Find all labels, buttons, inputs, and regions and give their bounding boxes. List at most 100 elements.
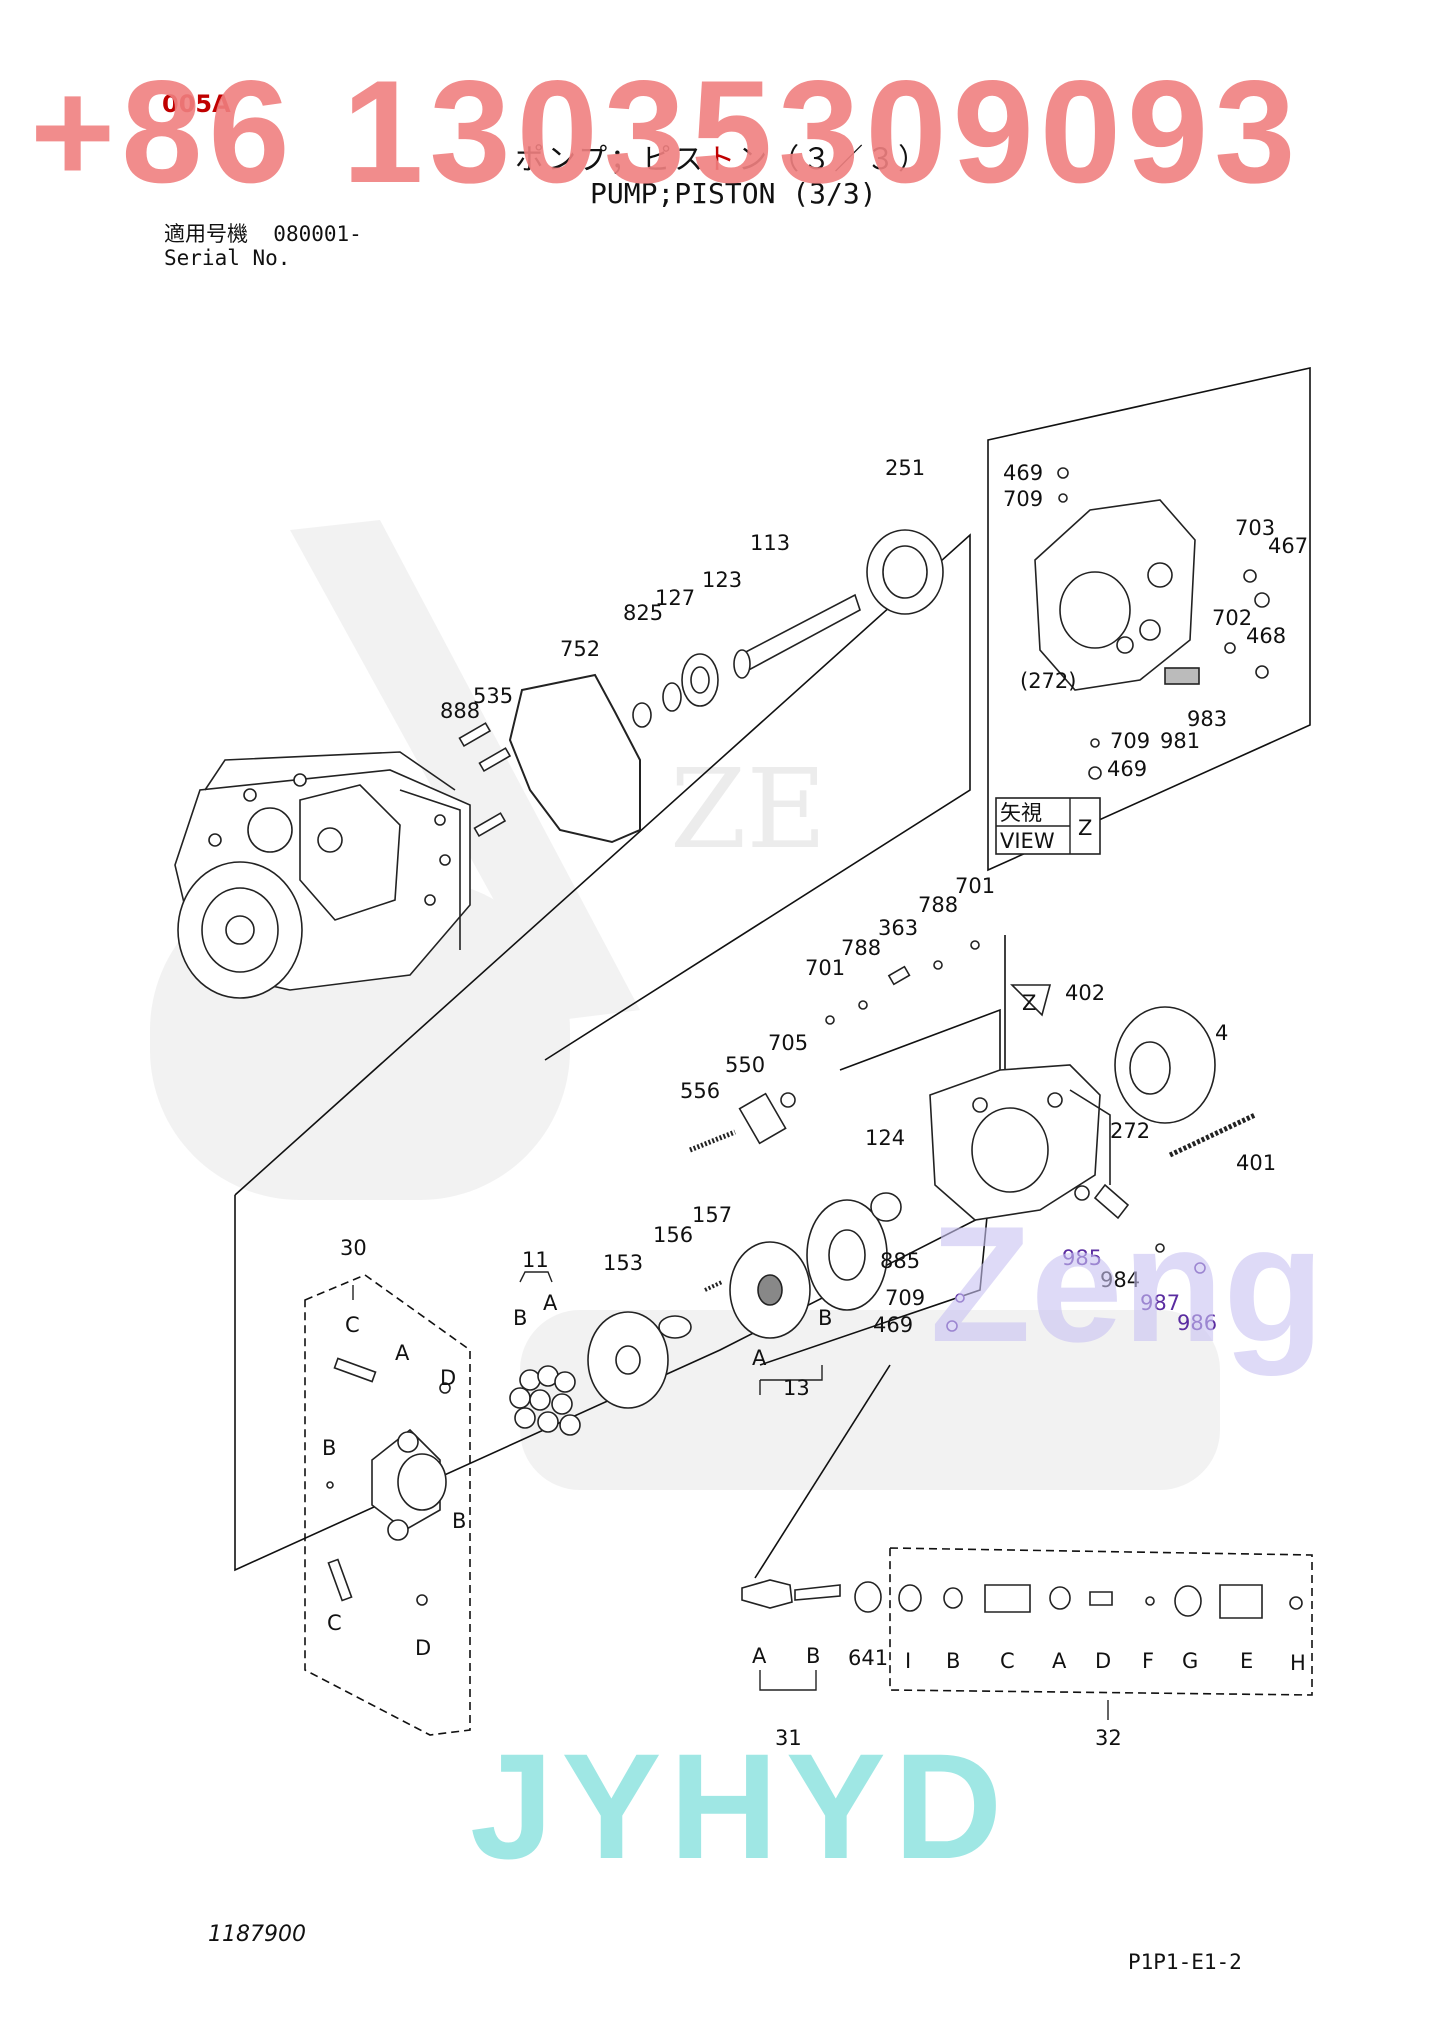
callout-157: 157 (692, 1203, 732, 1227)
title-jp-part-c: ン（３／３） (738, 142, 931, 176)
callout-272: 272 (1110, 1119, 1150, 1143)
callout-888: 888 (440, 699, 480, 723)
watermark-phone: +86 13035309093 (30, 50, 1302, 213)
callout-32-b: B (946, 1649, 960, 1673)
watermark-ze: ZE (670, 745, 827, 873)
callout-709: 709 (885, 1286, 925, 1310)
callout-11-b: B (513, 1306, 527, 1330)
small-parts (326, 467, 1270, 1606)
callout-752: 752 (560, 637, 600, 661)
callout-30: 30 (340, 1236, 367, 1260)
callout-156: 156 (653, 1223, 693, 1247)
view-z-housing (1034, 499, 1200, 691)
callout-13-b: B (818, 1306, 832, 1330)
callout-788a: 788 (841, 936, 881, 960)
callout-30-c1: C (345, 1313, 360, 1337)
leader-31 (754, 1364, 891, 1579)
callout-31-b: B (806, 1644, 820, 1668)
callout-113: 113 (750, 531, 790, 555)
main-housing-272 (929, 1064, 1111, 1221)
end-cover-4 (1114, 1006, 1216, 1124)
callout-32-i: I (905, 1649, 911, 1673)
callout-view-469b: 469 (1107, 757, 1147, 781)
callout-825: 825 (623, 601, 663, 625)
serial-value: 080001- (273, 222, 362, 246)
callout-556: 556 (680, 1079, 720, 1103)
callout-view-272: (272) (1020, 669, 1076, 693)
callout-30-a: A (395, 1341, 410, 1365)
regulator-parts (741, 1579, 1303, 1619)
bracket-lines (352, 1271, 1109, 1720)
callout-view-709a: 709 (1003, 487, 1043, 511)
callout-363: 363 (878, 916, 918, 940)
callout-z-arrow: Z (1022, 991, 1036, 1015)
swash-assembly-30 (327, 1357, 447, 1602)
callout-32-d: D (1095, 1649, 1111, 1673)
callout-701b: 701 (955, 874, 995, 898)
callout-13: 13 (783, 1376, 810, 1400)
cover-251 (866, 529, 944, 615)
serial-label-jp: 適用号機 (164, 222, 248, 246)
callout-701a: 701 (805, 956, 845, 980)
view-z-label-jp: 矢視 (1000, 801, 1042, 825)
gasket-752 (508, 673, 641, 844)
callout-251: 251 (885, 456, 925, 480)
callout-30-b1: B (322, 1436, 336, 1460)
callout-31-a: A (752, 1644, 767, 1668)
bolts-888-535 (458, 722, 512, 838)
callout-13-a: A (752, 1346, 767, 1370)
bolt-401 (1168, 1112, 1257, 1158)
callout-30-b2: B (452, 1509, 466, 1533)
callout-30-d1: D (440, 1366, 456, 1390)
document-code: 005A (162, 90, 231, 118)
view-z-letter: Z (1078, 816, 1092, 840)
part-callouts: 251 113 123 127 825 752 888 535 469 709 … (322, 456, 1308, 1750)
serial-block: 適用号機 080001- Serial No. (164, 222, 362, 270)
callout-31: 31 (775, 1726, 802, 1750)
group-32-box (889, 1547, 1313, 1696)
callout-127: 127 (655, 586, 695, 610)
pump-assembly-drawing (174, 751, 471, 999)
callout-32-f: F (1142, 1649, 1154, 1673)
z-arrow (1010, 984, 1052, 1017)
callout-11: 11 (522, 1248, 549, 1272)
callout-view-467: 467 (1268, 534, 1308, 558)
watermark-jyhyd: JYHYD (470, 1722, 1011, 1890)
callout-124: 124 (865, 1126, 905, 1150)
group-30-box (304, 1274, 471, 1736)
callout-705: 705 (768, 1031, 808, 1055)
callout-885: 885 (880, 1249, 920, 1273)
callout-535: 535 (473, 684, 513, 708)
callout-view-702: 702 (1212, 606, 1252, 630)
footer-right-code: P1P1-E1-2 (1128, 1950, 1242, 1974)
rotating-group (587, 1192, 902, 1409)
watermark-zeng: Zeng (930, 1192, 1325, 1376)
callout-view-709b: 709 (1110, 729, 1150, 753)
callout-402: 402 (1065, 981, 1105, 1005)
callout-985: 985 (1062, 1246, 1102, 1270)
callout-984: 984 (1100, 1268, 1140, 1292)
callout-123: 123 (702, 568, 742, 592)
title-japanese: ポンプ；ピストン（３／３） (515, 136, 930, 178)
upper-assembly-outline (234, 533, 971, 1196)
callout-32-h: H (1290, 1651, 1306, 1675)
callout-986: 986 (1177, 1311, 1217, 1335)
callout-32: 32 (1095, 1726, 1122, 1750)
callout-30-c2: C (327, 1611, 342, 1635)
callout-469: 469 (873, 1313, 913, 1337)
callout-11-a: A (543, 1291, 558, 1315)
callout-4: 4 (1215, 1021, 1228, 1045)
callout-32-a: A (1052, 1649, 1067, 1673)
title-english: PUMP;PISTON (3/3) (590, 177, 877, 210)
callout-32-g: G (1182, 1649, 1198, 1673)
callout-view-981: 981 (1160, 729, 1200, 753)
view-z-label-en: VIEW (1000, 829, 1055, 853)
title-jp-part-a: ポンプ；ピス (515, 142, 707, 176)
serial-label-en: Serial No. (164, 246, 291, 270)
callout-641: 641 (848, 1646, 888, 1670)
view-z-box (987, 367, 1311, 872)
footer-left-code: 1187900 (208, 1922, 306, 1947)
callout-32-e: E (1240, 1649, 1253, 1673)
callout-32-c: C (1000, 1649, 1015, 1673)
